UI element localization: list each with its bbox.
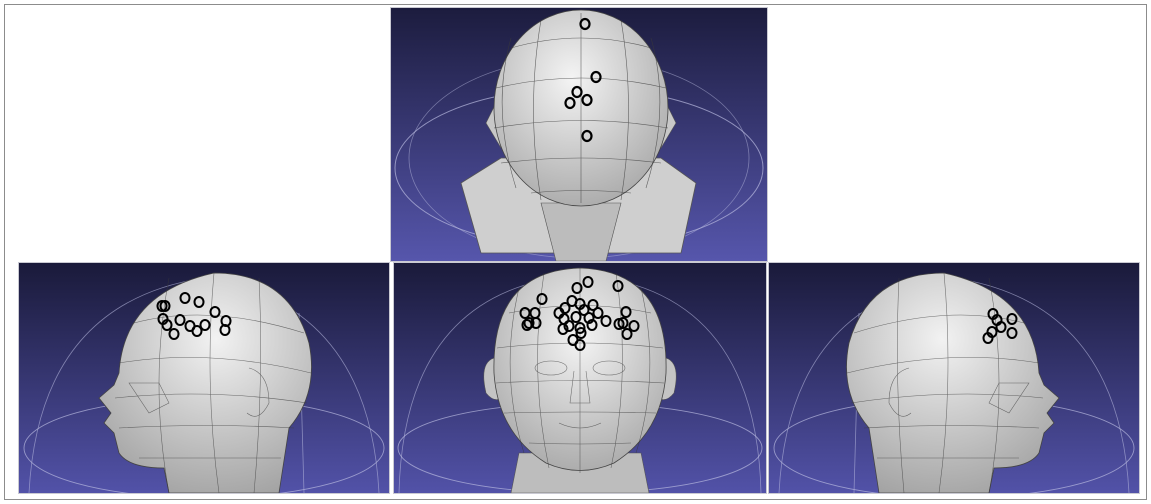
left-view-render xyxy=(19,263,389,493)
left-view-panel xyxy=(19,263,389,493)
right-view-render xyxy=(769,263,1139,493)
right-view-panel xyxy=(769,263,1139,493)
front-view-render xyxy=(394,263,766,493)
top-view-render xyxy=(391,8,767,261)
front-view-panel xyxy=(394,263,766,493)
top-view-panel xyxy=(391,8,767,261)
